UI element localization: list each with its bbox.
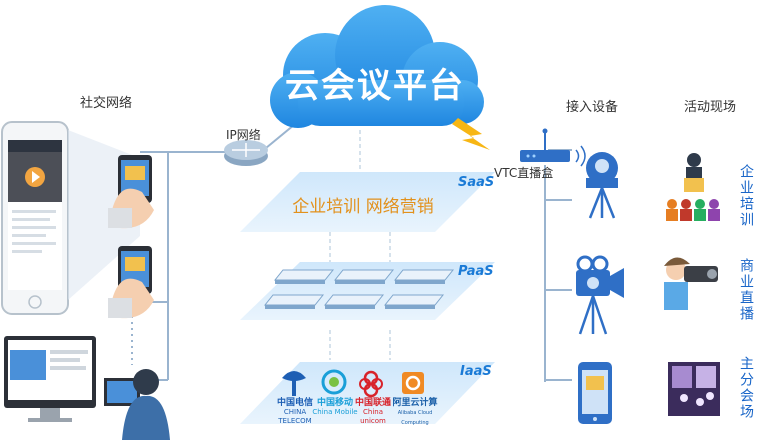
paas-tag: PaaS [458,264,494,279]
vtc-label: VTC直播盒 [494,166,554,180]
saas-layer [240,172,495,232]
provider-alibaba: 阿里云计算 Alibaba Cloud Computing [390,399,440,428]
scene-venue-label: 主分会场 [738,356,754,420]
cloud-title: 云会议平台 [285,66,465,106]
router-icon [224,140,268,166]
provider-logo-icons [282,369,424,398]
live-scene-icon [664,257,718,310]
alibaba-cloud-logo-icon [402,372,424,394]
server-icon-group [263,269,455,309]
lightning-icon [452,118,490,150]
iaas-tag: IaaS [460,364,492,379]
china-mobile-logo-icon [321,369,347,395]
event-site-label: 活动现场 [684,100,737,115]
hand-phone-icon [108,155,154,229]
vtc-box-icon [520,128,570,162]
cloud-shape [270,5,484,128]
provider-unicom-name: 中国联通 [354,398,391,408]
saas-services-text: 企业培训 网络营销 [292,197,434,217]
monitor-icon [4,336,96,422]
scene-training-label: 企业培训 [738,164,754,228]
provider-mobile-en: China Mobile [312,408,358,416]
connection-lines [140,119,572,382]
ptz-camera-icon [586,152,618,219]
saas-tag: SaaS [458,175,495,190]
provider-unicom: 中国联通 China unicom [350,399,396,426]
social-network-label: 社交网络 [80,96,133,111]
video-camera-icon [576,255,624,335]
provider-telecom-name: 中国电信 [276,398,313,408]
large-phone-icon [1,121,69,315]
signal-waves-icon [575,145,586,167]
china-telecom-logo-icon [282,371,306,396]
scene-live-label: 商业直播 [738,258,754,322]
provider-unicom-en: China unicom [360,408,386,425]
provider-telecom-en: CHINA TELECOM [278,408,312,425]
ip-network-label: IP网络 [226,128,261,142]
access-devices-label: 接入设备 [566,100,619,115]
provider-telecom: 中国电信 CHINA TELECOM [272,399,318,426]
provider-alibaba-en: Alibaba Cloud Computing [397,410,433,426]
provider-mobile: 中国移动 China Mobile [312,399,358,417]
hand-phone-icon [108,246,154,319]
layer-connectors [329,130,391,360]
provider-alibaba-name: 阿里云计算 [392,398,438,408]
user-icon [122,369,170,440]
smartphone-device-icon [578,362,612,424]
china-unicom-logo-icon [359,370,383,398]
venue-scene-icon [668,362,720,416]
training-scene-icon [666,153,720,221]
provider-mobile-name: 中国移动 [316,398,353,408]
